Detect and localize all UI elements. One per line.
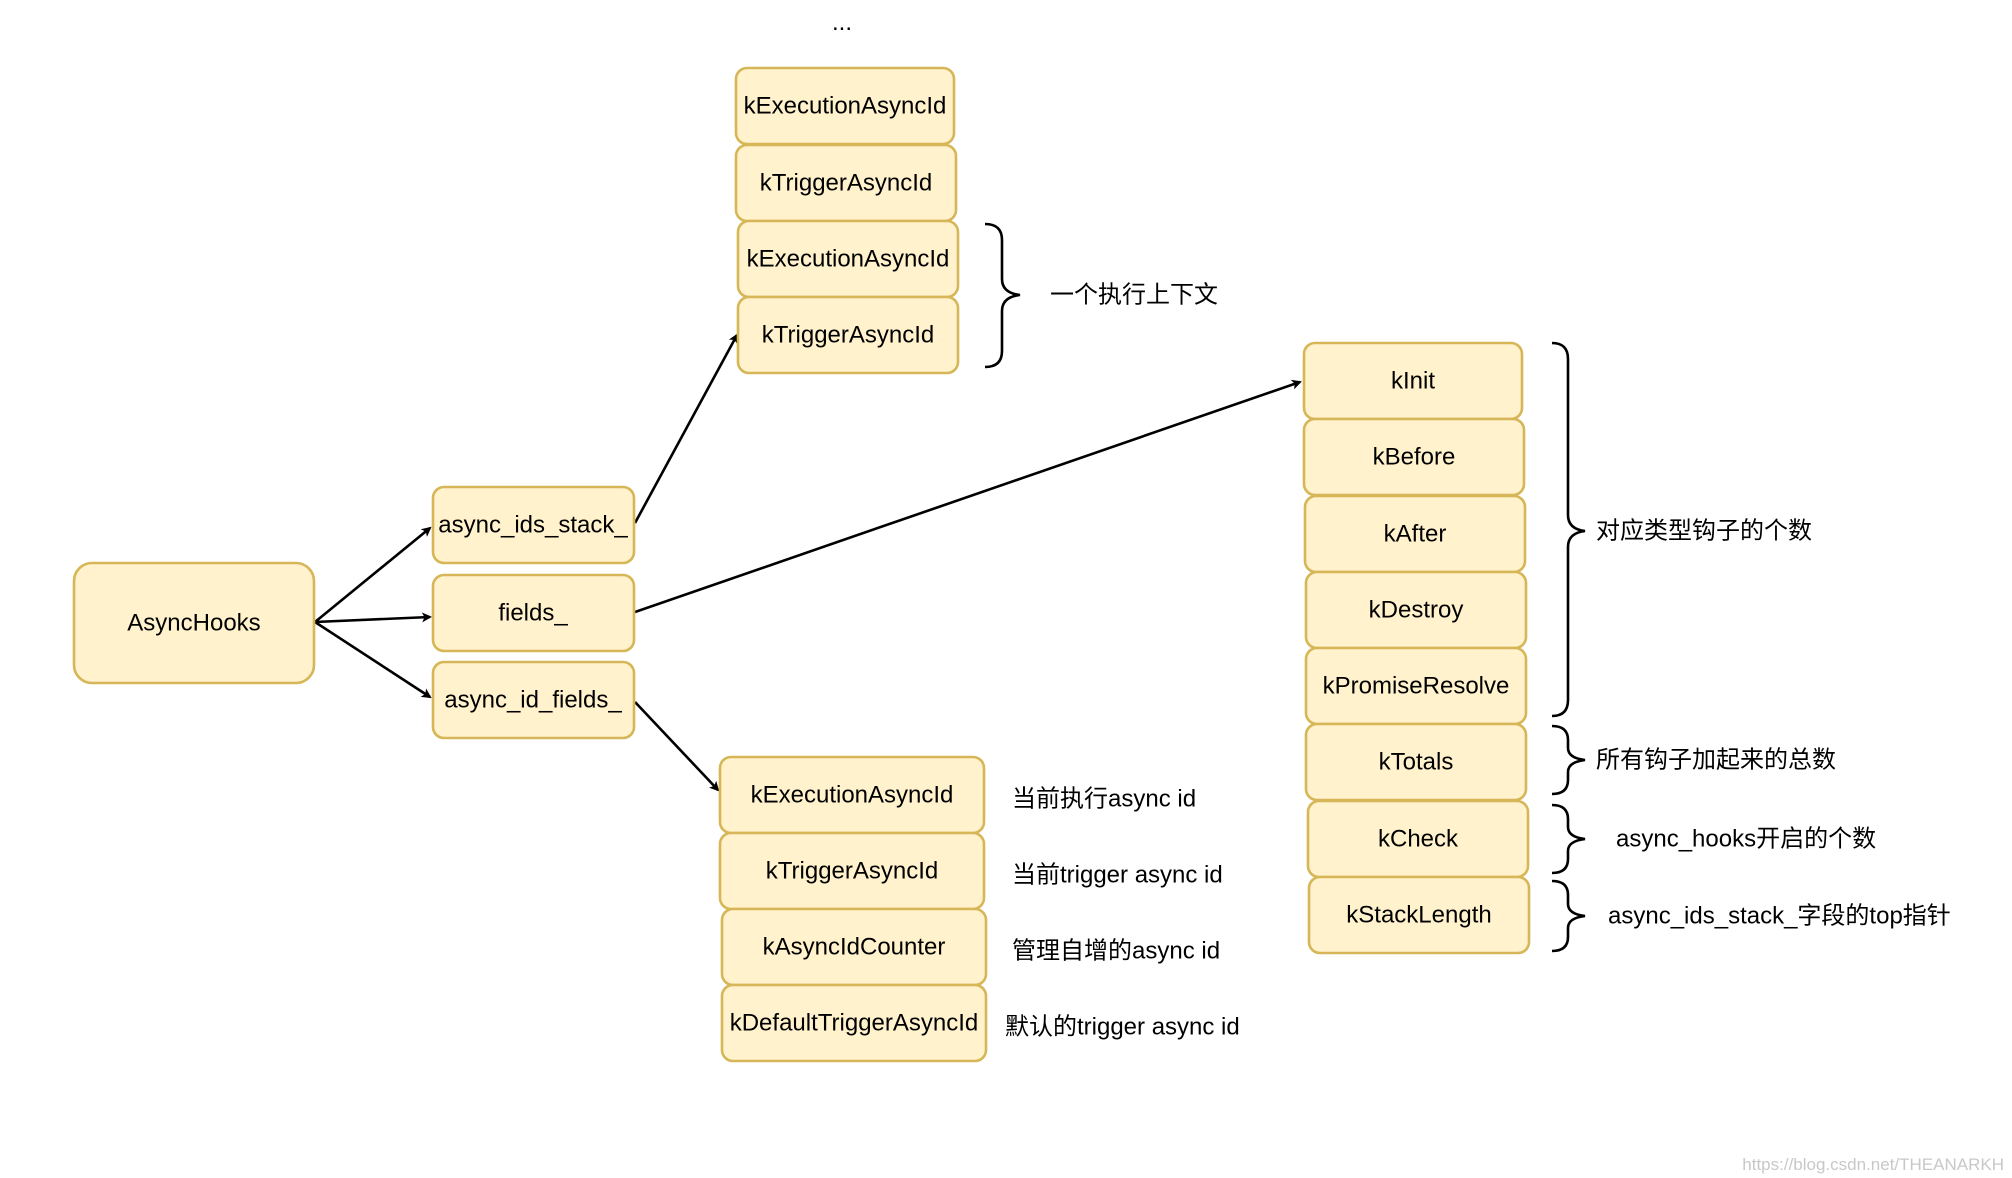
fields-item: kAfter <box>1303 494 1527 574</box>
id-fields-item: kDefaultTriggerAsyncId <box>720 983 988 1063</box>
fields-item-label: kBefore <box>1373 444 1456 471</box>
stack-item-label: kExecutionAsyncId <box>744 93 947 120</box>
node-fields-label: fields_ <box>498 600 568 627</box>
fields-item-label: kCheck <box>1378 826 1459 853</box>
node-async-ids-stack: async_ids_stack_ <box>431 485 636 565</box>
annotation-current-exec: 当前执行async id <box>1012 786 1196 813</box>
node-async-id-fields: async_id_fields_ <box>431 660 636 740</box>
edges <box>314 333 1302 792</box>
annotation-hook-counts: 对应类型钩子的个数 <box>1596 518 1812 545</box>
stack-item: kExecutionAsyncId <box>736 219 960 299</box>
id-fields-list: kExecutionAsyncId kTriggerAsyncId kAsync… <box>718 755 988 1063</box>
stack-item: kTriggerAsyncId <box>734 143 958 223</box>
fields-item: kBefore <box>1302 417 1526 497</box>
id-fields-item-label: kExecutionAsyncId <box>751 782 954 809</box>
node-asynchooks-label: AsyncHooks <box>127 610 260 637</box>
annotation-current-trigger: 当前trigger async id <box>1012 862 1223 889</box>
stack-item: kExecutionAsyncId <box>734 66 956 146</box>
node-fields: fields_ <box>431 573 636 653</box>
fields-item-label: kAfter <box>1384 521 1447 548</box>
stack-list: kExecutionAsyncId kTriggerAsyncId kExecu… <box>734 66 960 375</box>
brace-hook-counts <box>1551 341 1586 718</box>
annotations: 一个执行上下文 对应类型钩子的个数 所有钩子加起来的总数 async_hooks… <box>1005 282 1951 1041</box>
edge-fields-to-kinit <box>634 379 1302 614</box>
fields-item-label: kTotals <box>1379 749 1454 776</box>
id-fields-item-label: kAsyncIdCounter <box>763 934 946 961</box>
edge-async-ids-stack-to-stack <box>633 333 739 524</box>
fields-item: kTotals <box>1304 722 1528 802</box>
id-fields-item: kTriggerAsyncId <box>718 831 986 911</box>
stack-item: kTriggerAsyncId <box>736 295 960 375</box>
fields-item: kInit <box>1302 341 1524 421</box>
edge-asynchooks-to-async-ids-stack <box>314 526 432 624</box>
brace-check <box>1551 803 1586 875</box>
id-fields-item-label: kDefaultTriggerAsyncId <box>730 1010 979 1037</box>
fields-item-label: kInit <box>1391 368 1435 395</box>
id-fields-item: kExecutionAsyncId <box>718 755 986 835</box>
fields-item: kStackLength <box>1307 875 1531 955</box>
edge-asynchooks-to-fields <box>314 612 432 624</box>
brace-stack-length <box>1551 879 1586 953</box>
annotation-stack-length: async_ids_stack_字段的top指针 <box>1608 903 1951 930</box>
stack-item-label: kExecutionAsyncId <box>747 246 950 273</box>
brace-totals <box>1551 724 1586 796</box>
id-fields-item: kAsyncIdCounter <box>720 907 988 987</box>
fields-item-label: kPromiseResolve <box>1323 673 1510 700</box>
edge-async-id-fields-to-list <box>634 701 720 792</box>
stack-item-label: kTriggerAsyncId <box>762 322 935 349</box>
id-fields-item-label: kTriggerAsyncId <box>766 858 939 885</box>
fields-item-label: kDestroy <box>1369 597 1464 624</box>
fields-item-label: kStackLength <box>1346 902 1491 929</box>
annotation-stack-context: 一个执行上下文 <box>1050 282 1218 309</box>
fields-item: kCheck <box>1306 799 1530 879</box>
node-asynchooks: AsyncHooks <box>72 561 316 685</box>
annotation-check: async_hooks开启的个数 <box>1616 826 1876 853</box>
annotation-default-trigger: 默认的trigger async id <box>1005 1014 1240 1041</box>
stack-item-label: kTriggerAsyncId <box>760 170 933 197</box>
fields-item: kPromiseResolve <box>1304 646 1528 726</box>
annotation-totals: 所有钩子加起来的总数 <box>1596 747 1836 774</box>
node-async-id-fields-label: async_id_fields_ <box>444 687 622 714</box>
node-async-ids-stack-label: async_ids_stack_ <box>438 512 628 539</box>
edge-asynchooks-to-async-id-fields <box>314 620 432 699</box>
fields-list: kInit kBefore kAfter kDestroy kPromiseRe… <box>1302 341 1531 955</box>
watermark: https://blog.csdn.net/THEANARKH <box>1742 1155 2004 1174</box>
braces <box>984 222 1586 953</box>
ellipsis-label: ... <box>832 9 852 36</box>
annotation-counter: 管理自增的async id <box>1012 938 1220 965</box>
fields-item: kDestroy <box>1304 570 1528 650</box>
brace-stack-context <box>984 222 1021 369</box>
